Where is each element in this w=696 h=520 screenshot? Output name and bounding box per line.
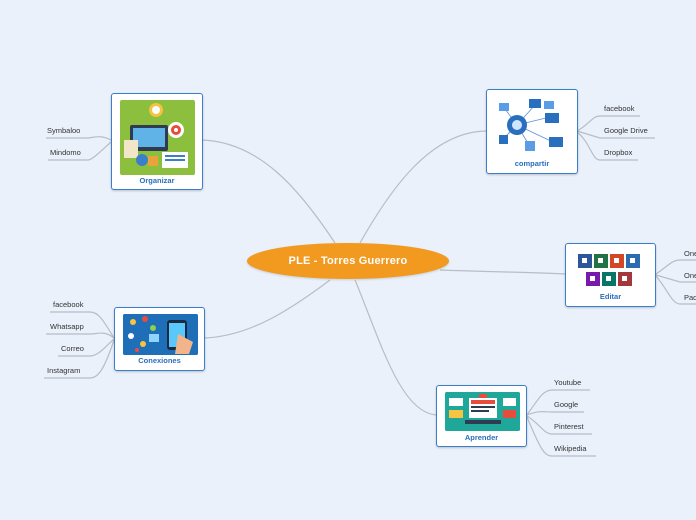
leaf-pad[interactable]: Pad	[684, 293, 696, 302]
organizar-illustration	[120, 100, 195, 175]
leaf-symbaloo[interactable]: Symbaloo	[47, 126, 81, 135]
aprender-illustration	[445, 392, 520, 431]
leaf-one-2[interactable]: One	[684, 271, 696, 280]
leaf-correo[interactable]: Correo	[61, 344, 84, 353]
leaf-facebook-compartir[interactable]: facebook	[604, 104, 635, 113]
link-editar	[439, 269, 566, 275]
compartir-label: compartir	[514, 159, 550, 168]
leaf-pinterest[interactable]: Pinterest	[554, 422, 584, 431]
central-topic[interactable]: PLE - Torres Guerrero	[247, 243, 449, 279]
editar-label: Editar	[599, 292, 622, 301]
leaf-youtube[interactable]: Youtube	[554, 378, 582, 387]
aprender-label: Aprender	[464, 433, 499, 442]
leaf-instagram[interactable]: Instagram	[47, 366, 81, 375]
leaf-wikipedia[interactable]: Wikipedia	[554, 444, 587, 453]
leaf-mindomo[interactable]: Mindomo	[50, 148, 81, 157]
leaf-whatsapp[interactable]: Whatsapp	[50, 322, 84, 331]
central-topic-label: PLE - Torres Guerrero	[288, 255, 408, 267]
link-aprender	[354, 279, 437, 416]
leaf-one-1[interactable]: One	[684, 249, 696, 258]
link-compartir	[359, 130, 487, 244]
conexiones-illustration	[123, 314, 198, 355]
leaf-google-drive[interactable]: Google Drive	[604, 126, 648, 135]
link-conexiones	[204, 279, 331, 339]
editar-illustration	[576, 252, 648, 288]
leaf-facebook-conexiones[interactable]: facebook	[53, 300, 84, 309]
link-organizar	[201, 139, 336, 244]
topic-conexiones[interactable]: Conexiones	[114, 307, 205, 371]
topic-compartir[interactable]: compartir	[486, 89, 578, 174]
topic-aprender[interactable]: Aprender	[436, 385, 527, 447]
leaf-google[interactable]: Google	[554, 400, 579, 409]
conexiones-label: Conexiones	[138, 356, 181, 365]
leaf-dropbox[interactable]: Dropbox	[604, 148, 633, 157]
topic-editar[interactable]: Editar	[565, 243, 656, 307]
organizar-label: Organizar	[139, 176, 175, 185]
compartir-illustration	[495, 95, 570, 157]
topic-organizar[interactable]: Organizar	[111, 93, 203, 190]
